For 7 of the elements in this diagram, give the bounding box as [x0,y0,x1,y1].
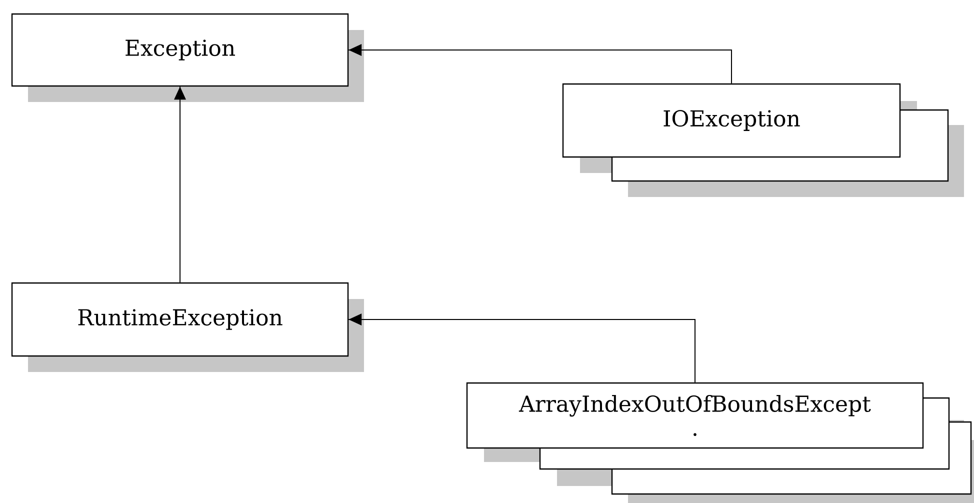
class-box: IOException [562,83,964,197]
arrow [174,86,186,283]
class-box: ArrayIndexOutOfBoundsExcept . [466,382,974,503]
arrow [348,44,732,84]
class-box: RuntimeException [11,282,364,372]
arrow [348,313,696,383]
class-box: Exception [11,13,364,102]
